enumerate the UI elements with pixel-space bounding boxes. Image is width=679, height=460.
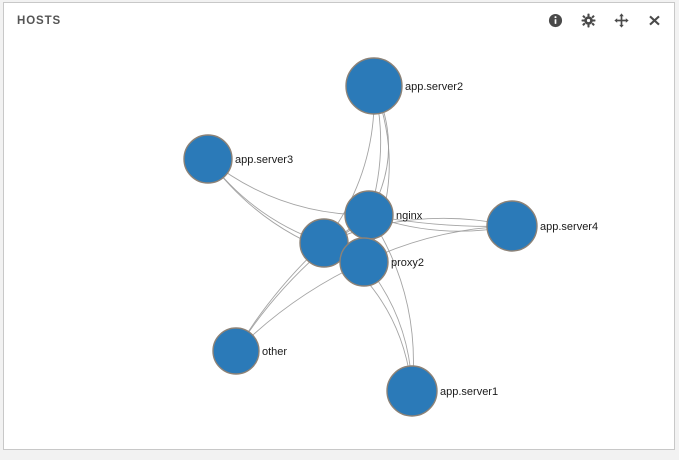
node-label: app.server1 bbox=[440, 386, 498, 398]
close-icon[interactable] bbox=[647, 13, 662, 28]
node-circle[interactable] bbox=[339, 237, 389, 287]
graph-node[interactable]: nginx bbox=[344, 190, 423, 240]
graph-node[interactable]: proxy2 bbox=[339, 237, 424, 287]
gear-icon[interactable] bbox=[581, 13, 596, 28]
hosts-panel: HOSTS bbox=[3, 2, 675, 450]
node-label: app.server2 bbox=[405, 81, 463, 93]
node-label: app.server3 bbox=[235, 154, 293, 166]
graph-node[interactable]: other bbox=[212, 327, 287, 375]
node-label: app.server4 bbox=[540, 221, 598, 233]
header-toolbar bbox=[548, 13, 662, 28]
graph-node[interactable]: app.server3 bbox=[183, 134, 293, 184]
hosts-graph-canvas[interactable]: app.server2 app.server3 nginx proxy2 app.ser… bbox=[4, 41, 674, 449]
node-circle[interactable] bbox=[299, 218, 349, 268]
node-circle[interactable] bbox=[486, 200, 538, 252]
node-circle[interactable] bbox=[212, 327, 260, 375]
node-label: other bbox=[262, 346, 287, 358]
node-label: proxy2 bbox=[391, 257, 424, 269]
node-circle[interactable] bbox=[344, 190, 394, 240]
node-circle[interactable] bbox=[183, 134, 233, 184]
node-circle[interactable] bbox=[345, 57, 403, 115]
hosts-graph[interactable]: app.server2 app.server3 nginx proxy2 app.ser… bbox=[4, 41, 674, 449]
node-label: nginx bbox=[396, 210, 423, 222]
graph-node[interactable]: app.server2 bbox=[345, 57, 463, 115]
graph-node[interactable] bbox=[299, 218, 349, 268]
info-icon[interactable] bbox=[548, 13, 563, 28]
node-circle[interactable] bbox=[386, 365, 438, 417]
move-icon[interactable] bbox=[614, 13, 629, 28]
page-title: HOSTS bbox=[17, 15, 62, 27]
graph-node[interactable]: app.server4 bbox=[486, 200, 598, 252]
panel-header: HOSTS bbox=[4, 3, 674, 41]
graph-nodes-layer: app.server2 app.server3 nginx proxy2 app.ser… bbox=[183, 57, 598, 417]
graph-node[interactable]: app.server1 bbox=[386, 365, 498, 417]
